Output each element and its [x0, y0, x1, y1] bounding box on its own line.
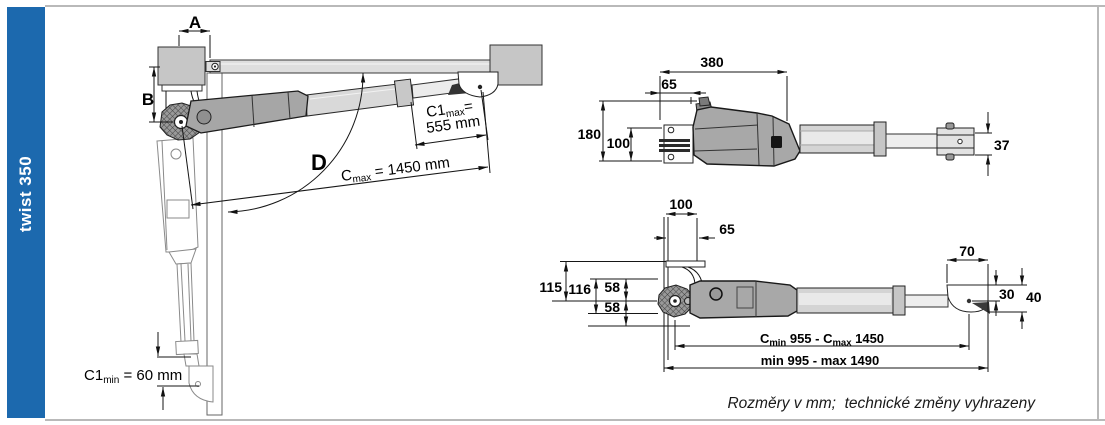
dim-30-40 [972, 268, 1027, 329]
dim-b-label: B [142, 90, 154, 109]
angle-d-label: D [311, 150, 327, 175]
svg-text:C1max=: C1max= [425, 98, 474, 123]
far-post [489, 44, 543, 86]
piston-tube-top [799, 121, 975, 161]
dim-100-top-label: 100 [607, 135, 631, 151]
dim-40-label: 40 [1026, 289, 1042, 305]
actuator-closed-ghost [156, 137, 214, 403]
dim-65-bottom-label: 65 [719, 221, 735, 237]
top-border [45, 5, 1105, 7]
sidebar: twist 350 [7, 7, 45, 418]
dim-100-top [627, 127, 662, 161]
gate-open-beam [205, 59, 503, 74]
c1max-label: C1max= 555 mm [425, 98, 481, 137]
dim-37-label: 37 [994, 137, 1010, 153]
dim-overall-range [663, 360, 989, 372]
side-view-bottom: 100 65 115 116 58 58 70 30 40 Cmin 955 -… [539, 196, 1042, 372]
footer-note: Rozměry v mm; technické změny vyhrazeny [727, 395, 1035, 412]
dim-380-label: 380 [700, 54, 724, 70]
c1min-label: C1min = 60 mm [84, 367, 182, 386]
mount-fork [659, 124, 694, 164]
hinge-knuckle-bottom [657, 284, 694, 318]
right-border [1097, 5, 1099, 421]
gate-bracket-open [448, 71, 499, 98]
dim-180-label: 180 [578, 126, 602, 142]
cmax-label: Cmax = 1450 mm [340, 154, 451, 187]
dim-58a-label: 58 [604, 279, 620, 295]
dim-116-label: 116 [568, 281, 591, 297]
dim-stroke-range [674, 314, 970, 350]
dim-37 [975, 112, 992, 176]
dim-b [149, 66, 173, 123]
dim-380 [659, 69, 788, 121]
overall-range-label: min 995 - max 1490 [761, 353, 880, 368]
dim-100-bottom [666, 211, 698, 261]
bottom-border [45, 419, 1105, 421]
side-view-top: 380 65 180 100 37 [578, 54, 1010, 176]
actuator-body-bottom [689, 280, 798, 319]
hinge-post [157, 46, 206, 86]
dim-30-label: 30 [999, 286, 1015, 302]
dim-a [178, 28, 211, 58]
dim-115-label: 115 [539, 279, 562, 295]
piston-tube-bottom [796, 285, 949, 316]
dim-58b-label: 58 [604, 299, 620, 315]
dims-left-stack [552, 261, 690, 327]
left-view: A B D C1max= 555 mm Cmax = 1450 mm C1min… [84, 13, 543, 416]
swing-arc [227, 72, 366, 214]
dim-70-label: 70 [959, 243, 975, 259]
dim-65-top-label: 65 [661, 76, 677, 92]
stroke-range-label: Cmin 955 - Cmax 1450 [760, 331, 884, 349]
dim-65-top [645, 90, 706, 104]
end-bracket [946, 284, 990, 314]
dim-100-bottom-label: 100 [669, 196, 693, 212]
dim-a-label: A [189, 13, 201, 32]
dim-c1min [155, 332, 199, 410]
actuator-body-top [692, 96, 801, 167]
